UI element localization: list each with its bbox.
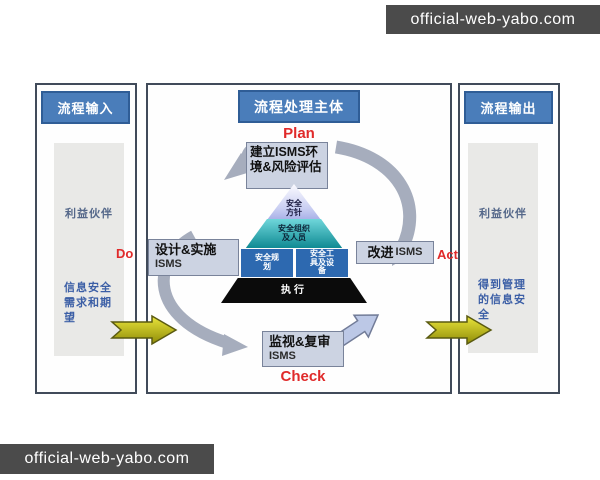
panel-output-header: 流程输出 [464, 91, 553, 124]
cycle-arrowhead-bottom-left-icon [222, 334, 248, 356]
panel-process-header: 流程处理主体 [238, 90, 360, 123]
watermark-bar-top: official-web-yabo.com [386, 5, 600, 34]
act-box-bold: 改进 [367, 244, 394, 260]
watermark-text-bottom: official-web-yabo.com [24, 450, 190, 467]
act-box: 改进 ISMS [356, 241, 434, 264]
do-box-line2: ISMS [155, 257, 182, 270]
check-label: Check [280, 368, 326, 385]
pyramid-level-planning: 安全规划 [241, 249, 293, 277]
pyramid-level-tools: 安全工具及设备 [296, 249, 348, 277]
pyramid-level1-text: 安全方针 [286, 199, 302, 218]
pyramid-level3-left-text: 安全规划 [255, 253, 279, 271]
pyramid-level-execution: 执行 [221, 278, 367, 303]
output-stakeholder-box: 利益伙伴 得到管理的信息安全 [468, 143, 538, 353]
pyramid-level2-text: 安全组织及人员 [278, 223, 310, 242]
plan-label: Plan [283, 125, 315, 142]
watermark-bar-bottom: official-web-yabo.com [0, 444, 214, 474]
pyramid-level3-right-text: 安全工具及设备 [310, 248, 334, 276]
flow-arrow-output-icon [425, 314, 493, 346]
do-box: 设计&实施 ISMS [148, 239, 239, 276]
panel-process-output: 流程输出 利益伙伴 得到管理的信息安全 [458, 83, 560, 394]
panel-process-input: 流程输入 利益伙伴 信息安全需求和期望 [35, 83, 137, 394]
panel-input-header: 流程输入 [41, 91, 130, 124]
check-box-line2: ISMS [269, 349, 296, 362]
plan-box-text: 建立ISMS环境&风险评估 [250, 145, 322, 175]
check-box: 监视&复审 ISMS [262, 331, 344, 367]
security-pyramid: 安全方针 安全组织及人员 安全规划 安全工具及设备 执行 [221, 184, 367, 303]
check-box-line1: 监视&复审 [269, 334, 331, 349]
cycle-arrowhead-top-left-icon [224, 153, 257, 180]
flow-arrow-input-icon [110, 314, 178, 346]
input-stakeholder-label: 利益伙伴 [65, 208, 113, 220]
output-stakeholder-label: 利益伙伴 [479, 208, 527, 220]
plan-box: 建立ISMS环境&风险评估 [246, 142, 328, 189]
pyramid-level4-text: 执行 [281, 285, 307, 296]
input-content-text: 信息安全需求和期望 [64, 282, 112, 324]
act-label: Act [437, 247, 458, 262]
do-box-line1: 设计&实施 [155, 242, 217, 257]
act-box-rest: ISMS [395, 245, 423, 258]
do-label: Do [116, 246, 134, 261]
cycle-arrow-right-shaft [334, 140, 417, 251]
output-content-text: 得到管理的信息安全 [478, 279, 526, 321]
watermark-text-top: official-web-yabo.com [410, 10, 576, 28]
input-stakeholder-box: 利益伙伴 信息安全需求和期望 [54, 143, 124, 356]
